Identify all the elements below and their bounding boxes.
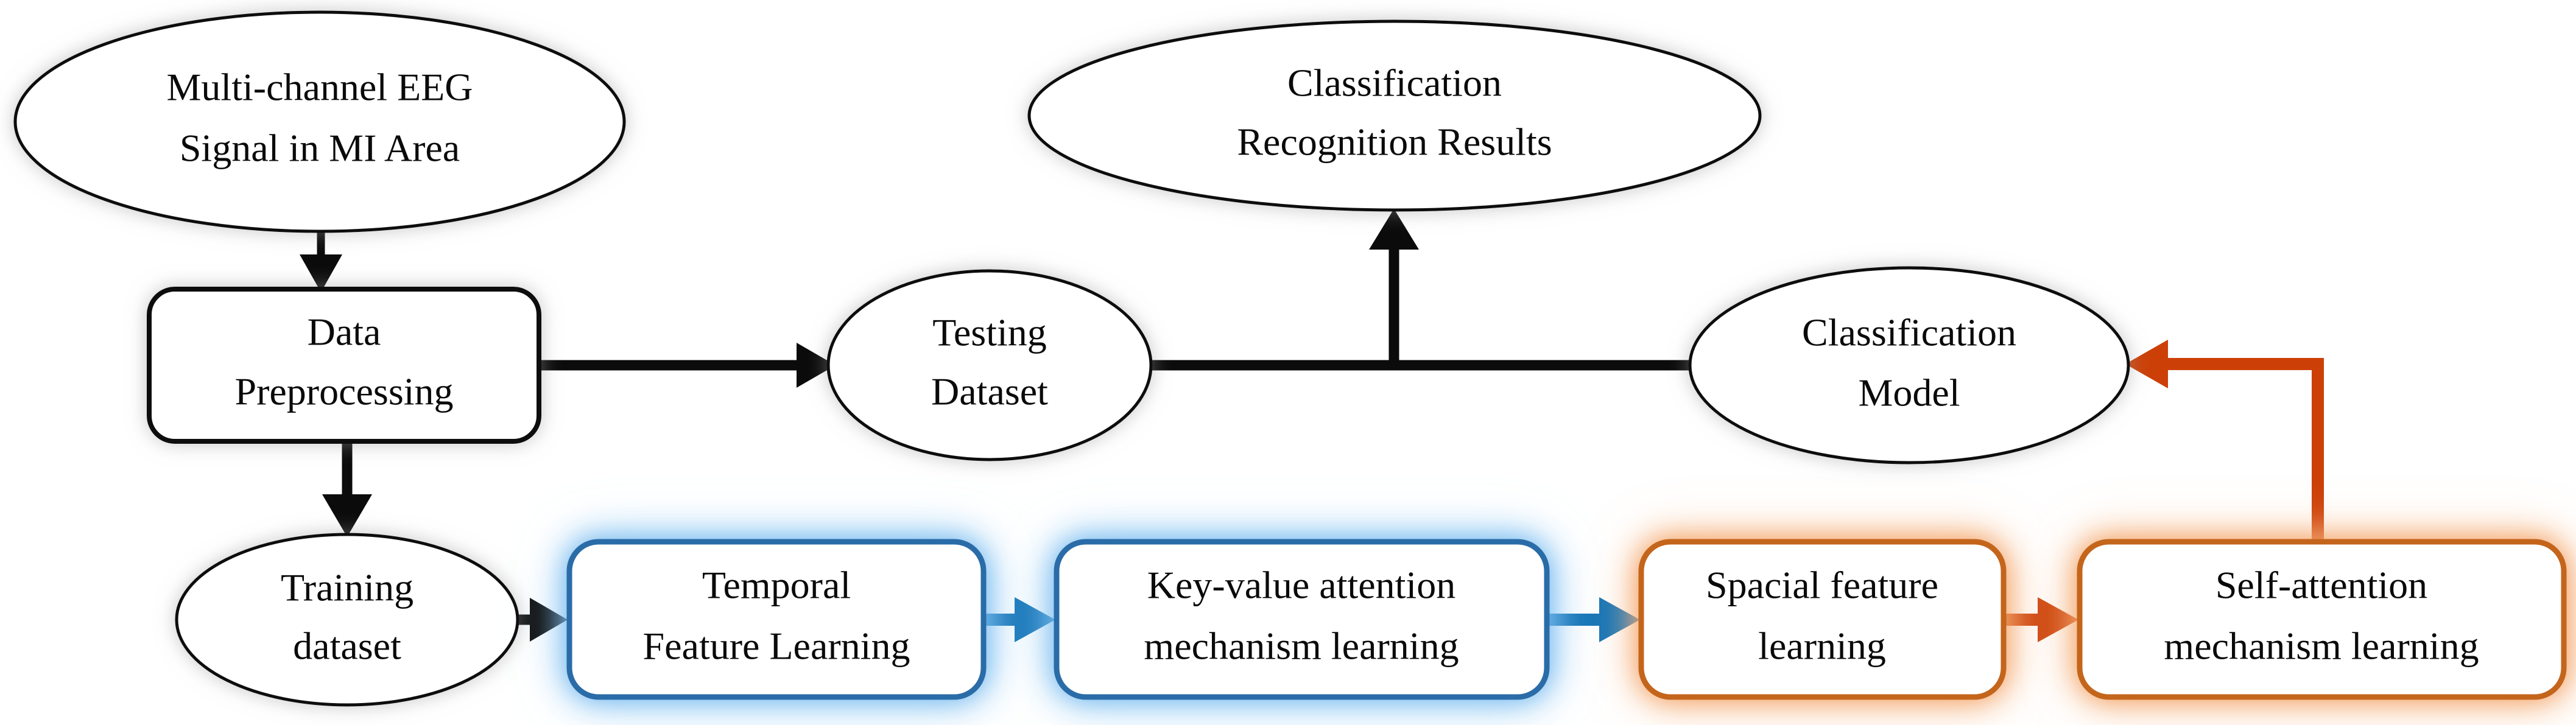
edge-temporal-to-keyvalue	[985, 597, 1055, 642]
node-training-dataset-line-1: Training	[281, 566, 413, 609]
node-temporal-feature-learning-line-1: Temporal	[702, 564, 851, 607]
edge-testing-to-results	[1369, 209, 1419, 365]
node-temporal-feature-learning[interactable]: Temporal Feature Learning	[566, 539, 987, 700]
node-training-dataset-line-2: dataset	[293, 625, 401, 668]
edge-training-to-temporal	[516, 598, 568, 642]
node-key-value-attention-line-1: Key-value attention	[1147, 564, 1455, 607]
node-eeg-signal-line-1: Multi-channel EEG	[167, 66, 473, 109]
node-classification-model-line-2: Model	[1858, 371, 1960, 415]
node-data-preprocessing[interactable]: Data Preprocessing	[147, 287, 541, 444]
node-spacial-feature-learning[interactable]: Spacial feature learning	[1638, 539, 2007, 700]
edge-spacial-to-selfattention	[2005, 597, 2078, 642]
node-classification-results-line-1: Classification	[1287, 61, 1502, 105]
node-training-dataset[interactable]: Training dataset	[175, 533, 519, 707]
edge-selfattention-to-model	[2125, 340, 2324, 541]
edge-keyvalue-to-spacial	[1549, 597, 1640, 642]
node-testing-dataset-line-2: Dataset	[931, 370, 1048, 413]
node-classification-results[interactable]: Classification Recognition Results	[1027, 19, 1762, 212]
node-self-attention-line-1: Self-attention	[2215, 564, 2427, 607]
node-key-value-attention[interactable]: Key-value attention mechanism learning	[1054, 539, 1550, 700]
node-classification-results-line-2: Recognition Results	[1237, 121, 1552, 164]
node-spacial-feature-learning-line-2: learning	[1758, 625, 1886, 668]
node-temporal-feature-learning-line-2: Feature Learning	[643, 625, 910, 668]
node-self-attention[interactable]: Self-attention mechanism learning	[2077, 539, 2567, 700]
node-spacial-feature-learning-line-1: Spacial feature	[1706, 564, 1938, 607]
node-testing-dataset[interactable]: Testing Dataset	[826, 269, 1153, 461]
edge-eeg-to-preprocessing	[300, 233, 342, 292]
node-data-preprocessing-line-2: Preprocessing	[234, 370, 453, 413]
edge-preprocessing-to-testing	[539, 343, 836, 388]
node-testing-dataset-line-1: Testing	[932, 311, 1047, 354]
node-eeg-signal-line-2: Signal in MI Area	[180, 127, 460, 170]
node-classification-model[interactable]: Classification Model	[1688, 266, 2130, 464]
node-self-attention-line-2: mechanism learning	[2164, 625, 2479, 668]
node-classification-model-line-1: Classification	[1802, 311, 2016, 354]
node-eeg-signal[interactable]: Multi-channel EEG Signal in MI Area	[13, 10, 626, 233]
edge-preprocessing-to-training	[322, 441, 372, 537]
node-key-value-attention-line-2: mechanism learning	[1144, 625, 1459, 668]
node-data-preprocessing-line-1: Data	[308, 310, 381, 354]
